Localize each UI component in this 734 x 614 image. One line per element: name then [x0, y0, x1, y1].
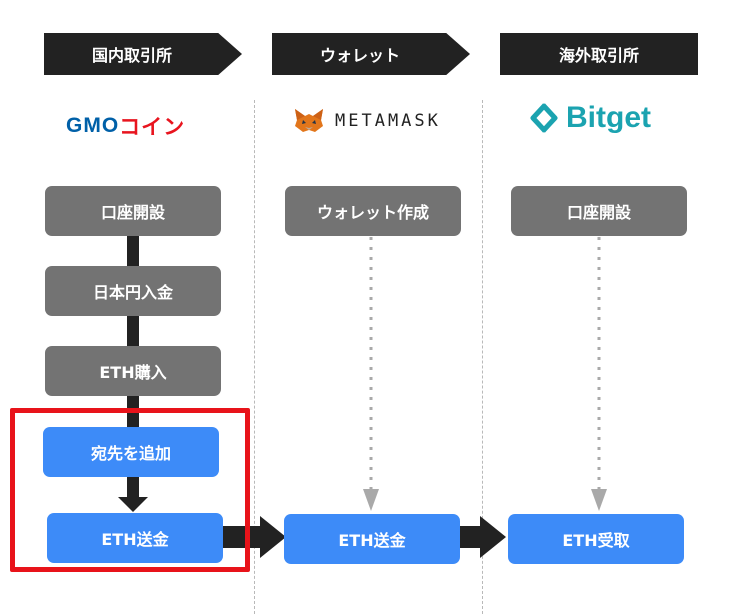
fox-icon [295, 109, 323, 132]
step-eth-receive: ETH受取 [508, 514, 684, 564]
col1-down-arrow [118, 497, 148, 512]
step-account-opening-overseas: 口座開設 [511, 186, 687, 236]
step-eth-purchase: ETH購入 [45, 346, 221, 396]
highlight-frame [10, 408, 250, 572]
column-divider-2 [482, 100, 483, 614]
step-eth-send-wallet: ETH送金 [284, 514, 460, 564]
bitget-logo: Bitget [527, 101, 651, 135]
column-divider-1 [254, 100, 255, 614]
step-wallet-creation: ウォレット作成 [285, 186, 461, 236]
header-domestic-exchange: 国内取引所 [44, 33, 242, 75]
step-account-opening-domestic: 口座開設 [45, 186, 221, 236]
arrow-2-bar [460, 526, 482, 548]
step-add-destination: 宛先を追加 [43, 427, 219, 477]
header-wallet: ウォレット [272, 33, 470, 75]
col2-down-arrow [363, 489, 379, 511]
arrow-1-bar [222, 526, 262, 548]
bitget-mark-icon [530, 103, 558, 133]
step-jpy-deposit: 日本円入金 [45, 266, 221, 316]
header-overseas-exchange: 海外取引所 [500, 33, 698, 75]
col3-down-arrow [591, 489, 607, 511]
step-eth-send-domestic: ETH送金 [47, 513, 223, 563]
arrow-1-head [260, 516, 286, 558]
arrow-2-head [480, 516, 506, 558]
metamask-logo: METAMASK [293, 108, 441, 134]
